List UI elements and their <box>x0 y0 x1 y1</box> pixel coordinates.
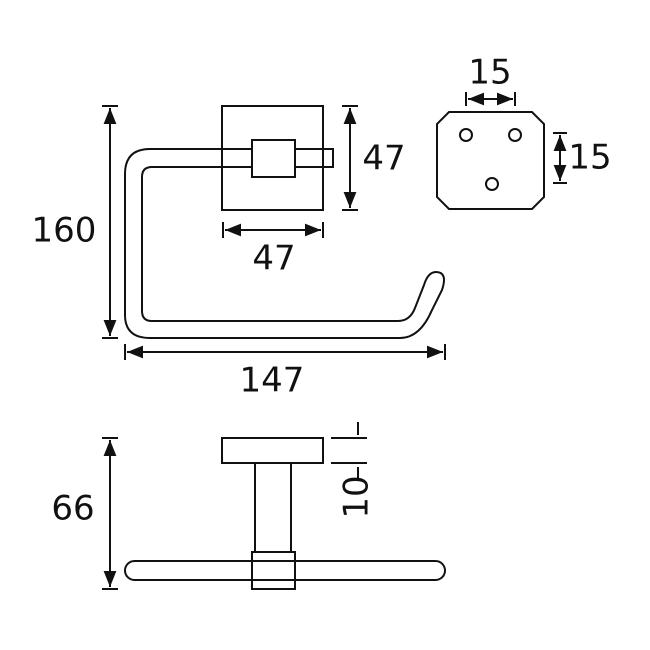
arm-mount <box>251 139 296 178</box>
hole-spacing-x-label: 15 <box>468 53 511 93</box>
plate-outline <box>436 111 545 210</box>
depth-label: 66 <box>51 489 94 529</box>
backplate <box>221 105 324 211</box>
arm <box>124 148 445 339</box>
width-label: 147 <box>240 361 305 401</box>
plate-height-label: 47 <box>362 139 405 179</box>
hole <box>459 128 473 142</box>
side-view: 66 10 <box>51 422 446 590</box>
plate-thickness-label: 10 <box>337 475 377 518</box>
side-plate <box>221 437 324 464</box>
bar <box>124 560 446 581</box>
plate-width-label: 47 <box>252 239 295 279</box>
bar-mount <box>251 551 296 590</box>
hole <box>508 128 522 142</box>
post <box>254 462 292 553</box>
height-label: 160 <box>32 211 97 251</box>
plate-view: 15 15 <box>436 53 612 210</box>
top-view: 160 47 47 147 <box>32 105 446 401</box>
hole <box>485 177 499 191</box>
arm-end <box>294 148 334 168</box>
hole-spacing-y-label: 15 <box>568 138 611 178</box>
